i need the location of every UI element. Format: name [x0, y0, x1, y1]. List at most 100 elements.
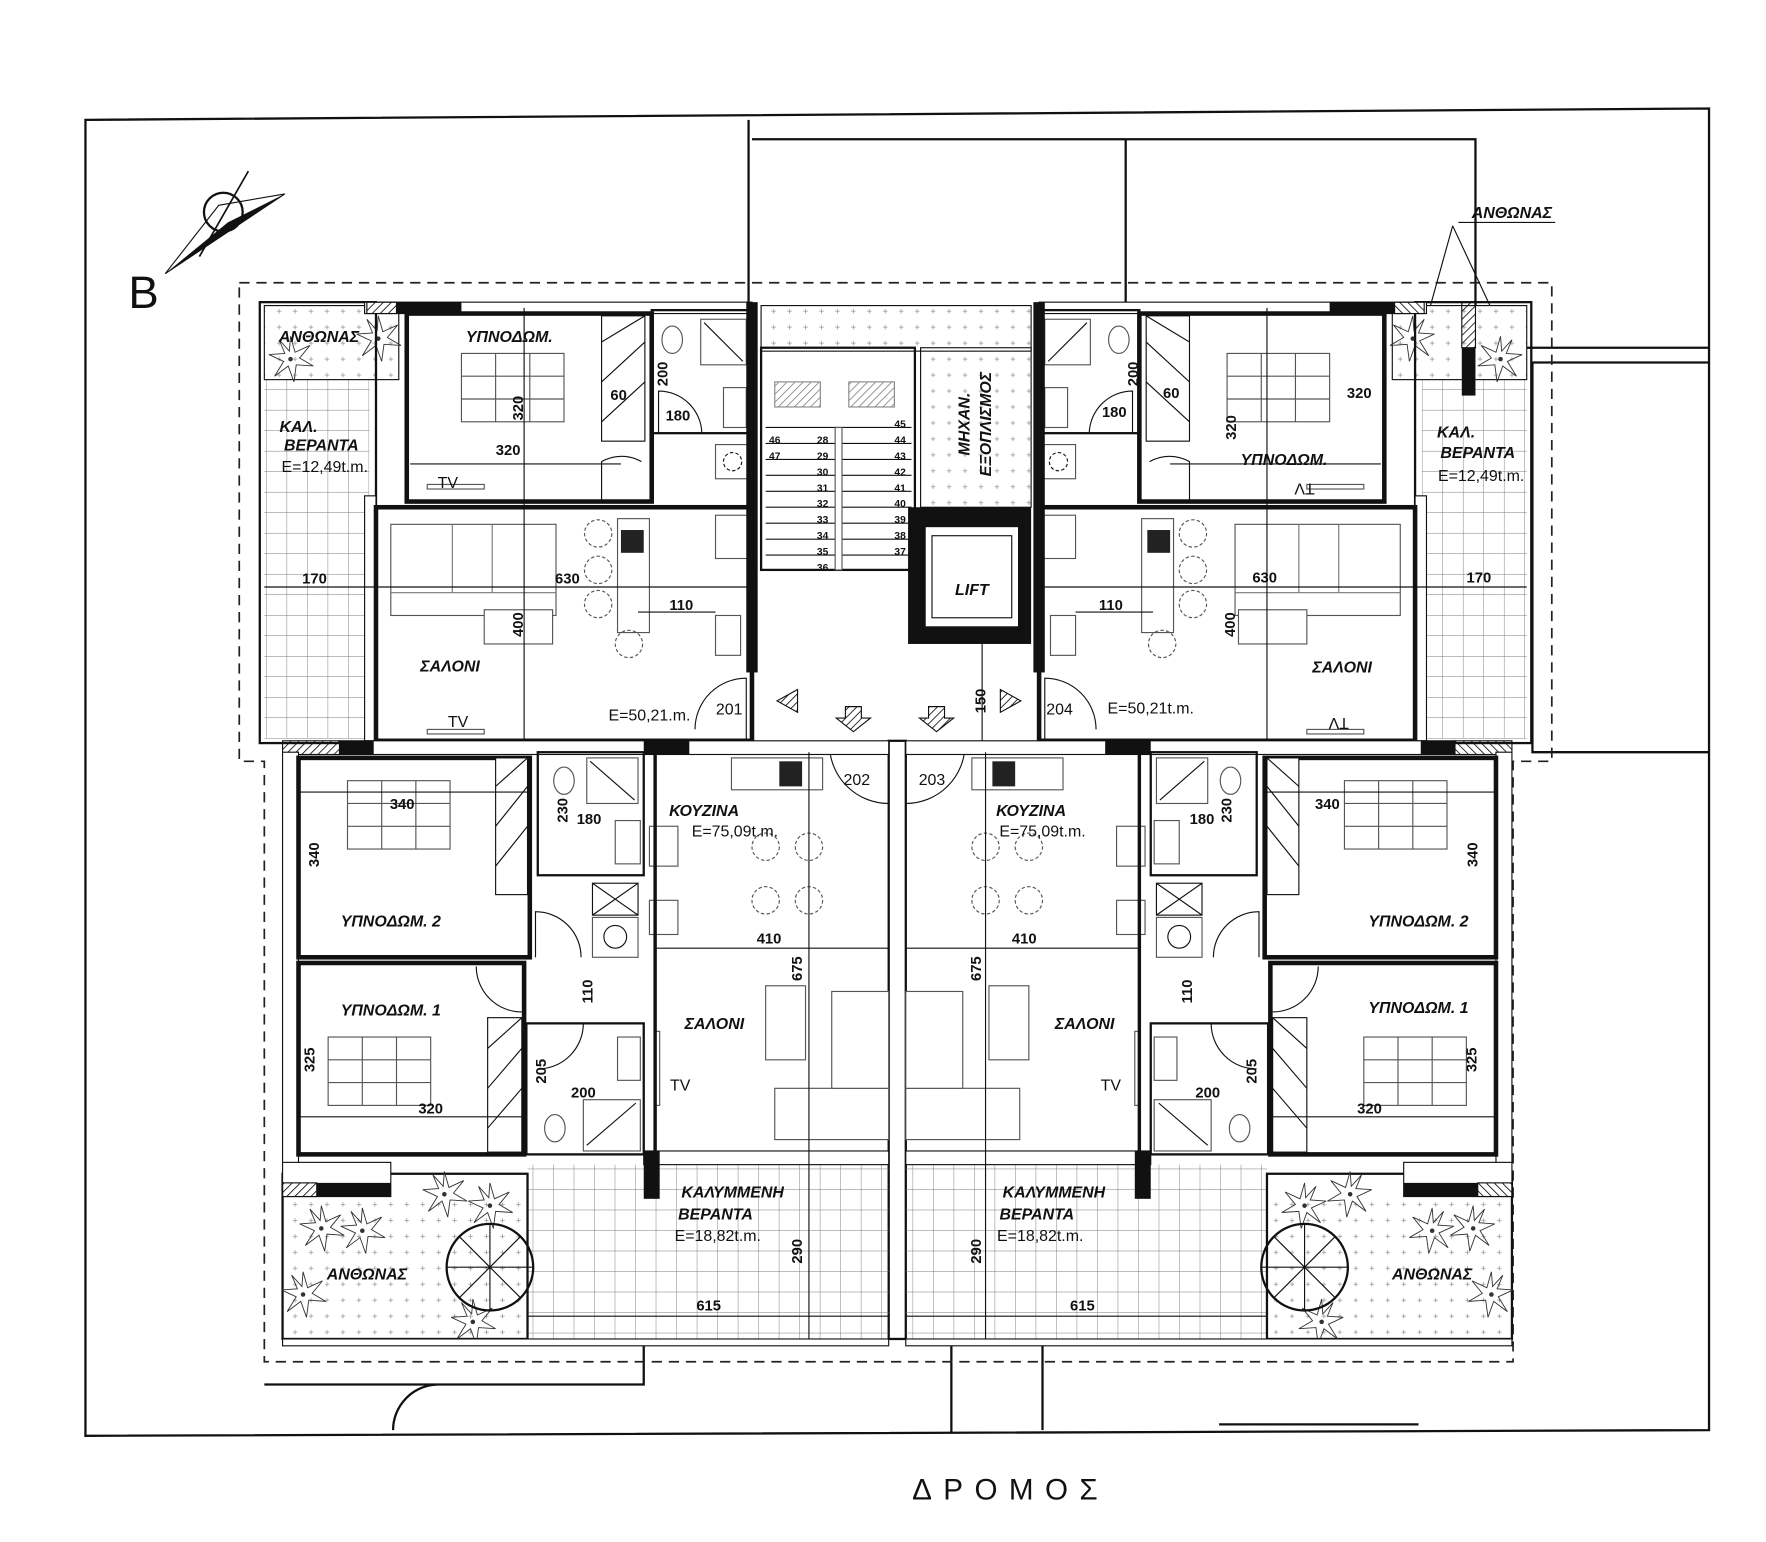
- stair-step-number: 35: [817, 547, 829, 558]
- stair-step-number: 45: [894, 419, 906, 430]
- lower-left-bedroom1-label: ΥΠΝΟΔΩΜ. 1: [341, 1002, 441, 1019]
- stair-step-number: 41: [894, 483, 906, 494]
- upper-left-veranda-area: E=12,49t.m.: [282, 459, 368, 476]
- mech-label-2: ΕΞΟΠΛΙΣΜΟΣ: [978, 371, 995, 476]
- dim: 290: [790, 1239, 806, 1264]
- upper-left-planter-label: ΑΝΘΩΝΑΣ: [278, 329, 360, 346]
- lower-left-bedroom2-label: ΥΠΝΟΔΩΜ. 2: [341, 914, 441, 931]
- dim: 200: [656, 362, 672, 387]
- upper-right-area: E=50,21t.m.: [1108, 700, 1194, 717]
- dim: 290: [969, 1239, 985, 1264]
- lift-label: LIFT: [955, 582, 990, 599]
- upper-left-living-label: ΣΑΛΟΝΙ: [419, 658, 480, 675]
- dim: 630: [555, 572, 580, 588]
- dim: 200: [1126, 362, 1142, 387]
- mech-label-1: ΜΗΧΑΝ.: [957, 393, 974, 456]
- dim: 60: [1163, 386, 1179, 402]
- dim: 150: [974, 689, 990, 714]
- upper-left-living-tv: TV: [448, 714, 469, 731]
- dim: 320: [418, 1101, 443, 1117]
- dim: 110: [669, 598, 693, 614]
- north-arrow-icon: [164, 170, 286, 275]
- upper-right-living-label: ΣΑΛΟΝΙ: [1311, 659, 1372, 676]
- north-label: B: [128, 267, 158, 318]
- lower-right-living-label: ΣΑΛΟΝΙ: [1054, 1016, 1115, 1033]
- stair-step-number: 44: [894, 435, 906, 446]
- dim: 675: [790, 956, 806, 981]
- dim: 230: [1220, 798, 1236, 823]
- upper-left-bedroom-tv: TV: [438, 475, 459, 492]
- property-boundary: [84, 107, 1711, 1437]
- dim: 180: [1190, 812, 1215, 828]
- dim: 170: [1467, 570, 1492, 586]
- dim: 630: [1252, 570, 1277, 586]
- dim: 320: [511, 396, 527, 421]
- door-number-202: 202: [843, 772, 870, 789]
- street-label: ΔΡΟΜΟΣ: [912, 1474, 1109, 1507]
- lower-left-living-label: ΣΑΛΟΝΙ: [684, 1016, 745, 1033]
- lower-right-veranda-area: E=18,82t.m.: [997, 1228, 1083, 1245]
- upper-right-apartment: [1033, 302, 1531, 752]
- dim: 320: [1347, 386, 1372, 402]
- dim: 320: [1224, 415, 1240, 440]
- dim: 230: [555, 798, 571, 823]
- door-number-201: 201: [716, 702, 743, 719]
- lower-left-kitchen-label: ΚΟΥΖΙΝΑ: [669, 803, 739, 820]
- lower-right-kitchen-label: ΚΟΥΖΙΝΑ: [996, 803, 1066, 820]
- lower-right-area: E=75,09t.m.: [999, 824, 1085, 841]
- upper-left-bedroom-label: ΥΠΝΟΔΩΜ.: [466, 329, 553, 346]
- stair-step-number: 42: [894, 467, 906, 478]
- lower-left-tv: TV: [670, 1078, 691, 1095]
- stair-step-number: 34: [817, 531, 829, 542]
- dim: 180: [1102, 405, 1127, 421]
- stair-step-number: 39: [894, 515, 906, 526]
- column: [1461, 347, 1476, 396]
- lower-left-veranda-label-2: ΒΕΡΑΝΤΑ: [678, 1206, 753, 1223]
- door-number-203: 203: [919, 772, 946, 789]
- dim: 60: [610, 388, 626, 404]
- upper-right-veranda-label-1: ΚΑΛ.: [1437, 425, 1475, 442]
- stair-step-number: 29: [817, 451, 829, 462]
- dim: 400: [1223, 612, 1239, 637]
- lower-right-veranda-label-1: ΚΑΛΥΜΜΕΝΗ: [1003, 1185, 1106, 1202]
- lower-left-veranda-label-1: ΚΑΛΥΜΜΕΝΗ: [681, 1185, 784, 1202]
- planter-callout-label: ΑΝΘΩΝΑΣ: [1471, 205, 1553, 222]
- dim: 180: [666, 409, 691, 425]
- dim: 410: [757, 932, 782, 948]
- stair-step-number: 46: [769, 435, 781, 446]
- stair-step-number: 36: [817, 563, 829, 574]
- upper-right-living-tv: TV: [1328, 714, 1349, 731]
- dim: 325: [302, 1047, 318, 1072]
- upper-right-bedroom-label: ΥΠΝΟΔΩΜ.: [1241, 452, 1328, 469]
- dim: 340: [390, 797, 415, 813]
- dim: 340: [1315, 797, 1340, 813]
- upper-left-veranda-label-1: ΚΑΛ.: [279, 419, 317, 436]
- dim: 205: [534, 1059, 550, 1084]
- upper-left-veranda-label-2: ΒΕΡΑΝΤΑ: [284, 437, 359, 454]
- stair-step-number: 32: [817, 499, 829, 510]
- stair-step-number: 43: [894, 451, 906, 462]
- stair-step-number: 40: [894, 499, 906, 510]
- dim: 410: [1012, 932, 1037, 948]
- dim: 615: [696, 1298, 721, 1314]
- lower-right-bedroom1-label: ΥΠΝΟΔΩΜ. 1: [1368, 1000, 1468, 1017]
- lower-right-planter-label: ΑΝΘΩΝΑΣ: [1391, 1267, 1473, 1284]
- upper-right-veranda-area: E=12,49t.m.: [1438, 468, 1524, 485]
- stair-step-number: 28: [817, 435, 829, 446]
- stair-step-number: 37: [894, 547, 906, 558]
- lower-left-planter-label: ΑΝΘΩΝΑΣ: [326, 1267, 408, 1284]
- stair-step-number: 31: [817, 483, 829, 494]
- upper-right-bedroom-tv: TV: [1294, 479, 1315, 496]
- upper-right-veranda-label-2: ΒΕΡΑΝΤΑ: [1440, 445, 1515, 462]
- lower-right-apartment: [906, 741, 1513, 1346]
- dim: 110: [1180, 980, 1196, 1004]
- dim: 110: [580, 980, 596, 1004]
- dim: 340: [307, 842, 323, 867]
- lower-right-bedroom2-label: ΥΠΝΟΔΩΜ. 2: [1368, 914, 1468, 931]
- stair-step-number: 47: [769, 451, 781, 462]
- dim: 615: [1070, 1298, 1095, 1314]
- stair-step-number: 30: [817, 467, 829, 478]
- dim: 675: [969, 956, 985, 981]
- lower-right-veranda-label-2: ΒΕΡΑΝΤΑ: [999, 1206, 1074, 1223]
